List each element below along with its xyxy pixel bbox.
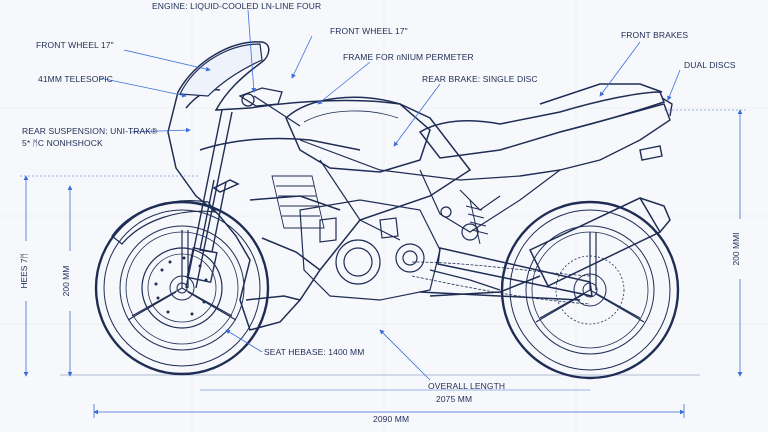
front-wheel [94,200,270,376]
windscreen [179,43,263,97]
rear-suspension-label: REAR SUSPENSION: UNI-TRAK® [22,126,158,136]
fuel-tank [285,96,431,173]
front-brakes-label: FRONT BRAKES [621,30,689,40]
overall-length-label: OVERALL LENGTH [428,381,506,391]
dimension-lines [20,109,748,418]
left-dimension-label: 200 MM [61,251,71,311]
radiator [271,175,325,229]
bottom-dimension-label: 2090 MM [370,414,413,424]
exhaust [429,197,671,297]
fairing [167,41,472,331]
dual-discs-label: DUAL DISCS [684,60,736,70]
telescopic-label: 41MM TELESOPIC [38,74,113,84]
front-wheel-top-label: FRONT WHEEL 17" [330,26,408,36]
rear-brake-label: REAR BRAKE: SINGLE DISC [422,74,538,84]
front-fork [185,109,233,289]
engine [299,199,501,301]
rear-suspension-label-2: 5* ᛗC NONHSHOCK [22,138,103,148]
frame-label: FRAME FOR ᴨNIUM PERMETER [343,52,474,62]
frame [299,139,561,241]
tail-section [519,97,673,177]
leader-lines [99,9,681,381]
right-dimension-label: 200 MMI [731,219,741,279]
left-vertical-label: HEES 7ᛗ [19,241,29,301]
rear-shock [465,199,489,245]
engine-label: ENGINE: LIQUID-COOLED ᒪN-LINE FOUR [152,1,322,11]
seat-height-label: SEAT HEBASE: 1400 MM [264,347,365,357]
chain [411,261,591,305]
handlebars [238,87,301,127]
rear-wheel [500,200,680,380]
overall-length-value: 2075 MM [436,394,473,404]
front-wheel-left-label: FRONT WHEEL 17" [36,40,114,50]
